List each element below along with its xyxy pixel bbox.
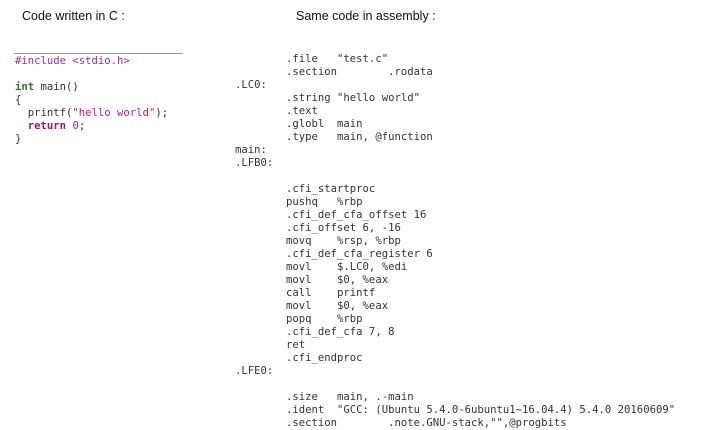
assembly-code-line: .ident "GCC: (Ubuntu 5.4.0-6ubuntu1~16.0…: [235, 404, 676, 416]
assembly-code-line: .section .note.GNU-stack,"",@progbits: [235, 417, 567, 429]
assembly-code-line: .size main, .-main: [235, 391, 414, 403]
c-code-token: printf(: [15, 107, 73, 119]
code-top-rule: [14, 53, 183, 54]
assembly-code-line: .LFE0:: [235, 365, 274, 377]
assembly-code-line: .text: [235, 105, 318, 117]
c-code-token: return: [27, 120, 67, 132]
c-code-token: {: [15, 94, 22, 106]
assembly-code-line: .cfi_def_cfa_offset 16: [235, 209, 427, 221]
c-code-token: ;: [78, 120, 86, 132]
c-code-heading: Code written in C :: [22, 9, 125, 23]
c-source-code: #include <stdio.h> int main(){ printf("h…: [15, 55, 168, 146]
assembly-code-line: call printf: [235, 287, 376, 299]
assembly-code-line: pushq %rbp: [235, 196, 363, 208]
c-code-token: int: [15, 81, 35, 93]
c-code-token: 0: [72, 120, 79, 132]
assembly-code-line: .LC0:: [235, 79, 267, 91]
c-code-line: }: [15, 133, 168, 146]
assembly-code-line: .cfi_def_cfa 7, 8: [235, 326, 395, 338]
assembly-code-line: [235, 378, 675, 391]
assembly-code-line: .cfi_startproc: [235, 183, 376, 195]
c-code-line: {: [15, 94, 168, 107]
assembly-code-line: movl $0, %eax: [235, 300, 389, 312]
assembly-code-line: movl $0, %eax: [235, 274, 389, 286]
c-code-token: main(): [34, 81, 79, 93]
c-code-token: #include: [15, 55, 73, 67]
assembly-code-line: .LFB0:: [235, 157, 274, 169]
assembly-code-line: .string "hello world": [235, 92, 420, 104]
assembly-code-line: movl $.LC0, %edi: [235, 261, 408, 273]
c-code-line: #include <stdio.h>: [15, 55, 168, 68]
assembly-code-heading: Same code in assembly :: [296, 9, 436, 23]
c-code-token: "hello world": [72, 107, 156, 119]
assembly-code-line: ret: [235, 339, 306, 351]
c-code-token: <stdio.h>: [72, 55, 130, 67]
assembly-code-line: .cfi_def_cfa_register 6: [235, 248, 433, 260]
assembly-code-line: popq %rbp: [235, 313, 363, 325]
assembly-code-line: .section .rodata: [235, 66, 433, 78]
assembly-source-code: .file "test.c" .section .rodata.LC0: .st…: [235, 53, 675, 430]
c-code-line: return 0;: [15, 120, 168, 133]
assembly-code-line: main:: [235, 144, 267, 156]
c-code-line: printf("hello world");: [15, 107, 168, 120]
assembly-code-line: .globl main: [235, 118, 363, 130]
assembly-code-line: .cfi_offset 6, -16: [235, 222, 401, 234]
assembly-code-line: .type main, @function: [235, 131, 433, 143]
assembly-code-line: movq %rsp, %rbp: [235, 235, 401, 247]
c-code-line: int main(): [15, 81, 168, 94]
assembly-code-line: .cfi_endproc: [235, 352, 363, 364]
c-code-line: [15, 68, 168, 81]
c-code-token: }: [15, 133, 22, 145]
assembly-code-line: .file "test.c": [235, 53, 389, 65]
assembly-code-line: [235, 170, 675, 183]
c-code-token: [15, 120, 28, 132]
c-code-token: );: [155, 107, 169, 119]
